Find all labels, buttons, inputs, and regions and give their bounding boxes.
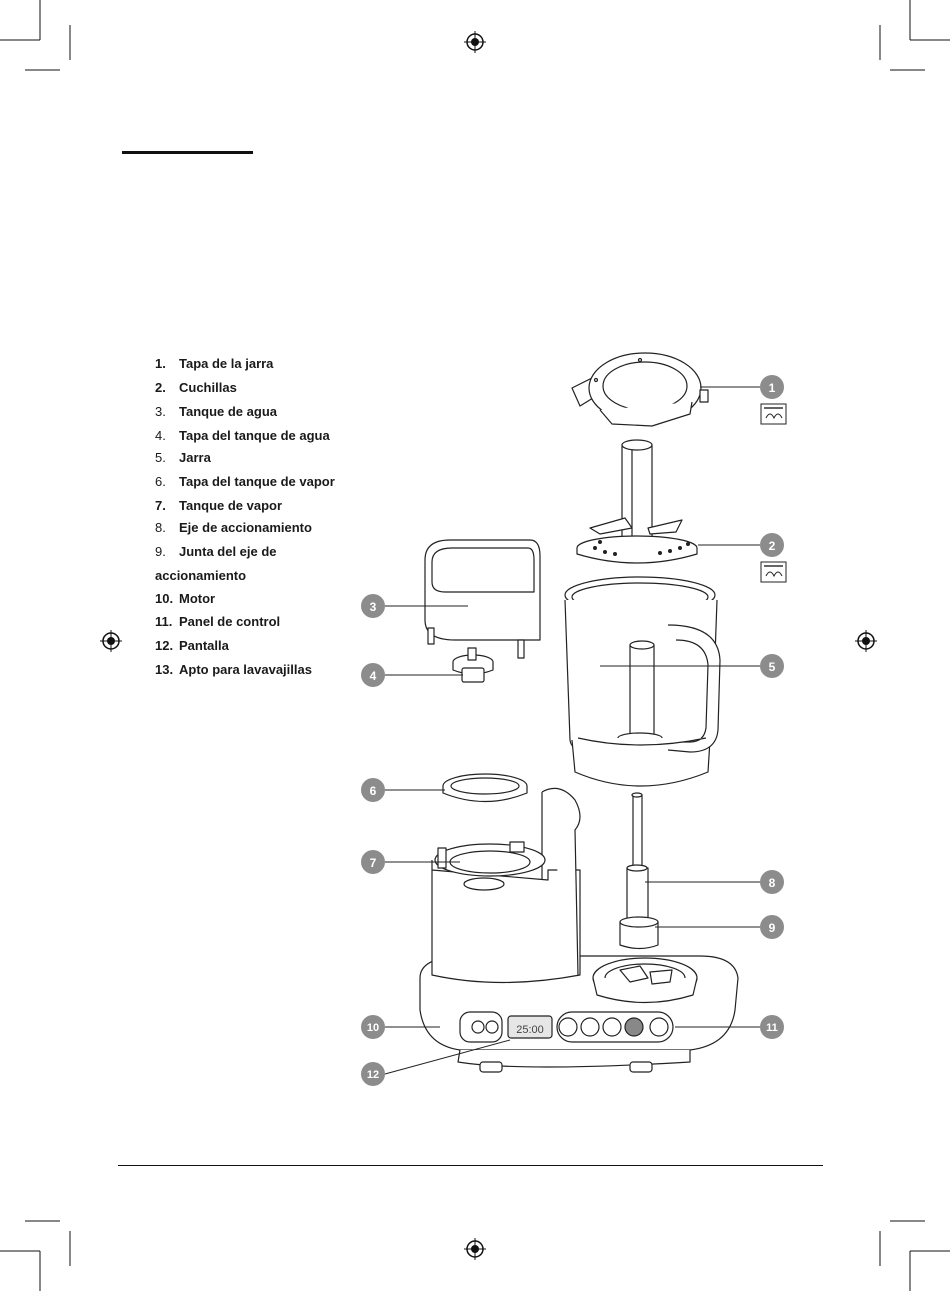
callout-label: 9: [769, 921, 776, 935]
steam-tank: [432, 788, 580, 982]
callout-5: 5: [760, 654, 784, 678]
callout-2: 2: [760, 533, 784, 557]
callout-label: 4: [370, 669, 377, 683]
callout-9: 9: [760, 915, 784, 939]
callout-label: 7: [370, 856, 377, 870]
callout-label: 3: [370, 600, 377, 614]
callout-6: 6: [361, 778, 385, 802]
jug-lid: [572, 353, 708, 426]
control-panel: [460, 1012, 673, 1042]
drive-socket: [593, 958, 697, 1003]
callout-8: 8: [760, 870, 784, 894]
callout-11: 11: [760, 1015, 784, 1039]
callout-1: 1: [760, 375, 784, 399]
callout-label: 6: [370, 784, 377, 798]
drive-shaft: [627, 793, 648, 920]
callout-label: 5: [769, 660, 776, 674]
callout-7: 7: [361, 850, 385, 874]
callout-label: 1: [769, 381, 776, 395]
callout-label: 8: [769, 876, 776, 890]
dishwasher-safe-icon: [761, 404, 786, 424]
jug: [565, 577, 720, 786]
blades-assembly: [577, 440, 697, 563]
callout-3: 3: [361, 594, 385, 618]
callout-4: 4: [361, 663, 385, 687]
callout-label: 2: [769, 539, 776, 553]
callout-label: 11: [766, 1022, 778, 1034]
water-tank: [425, 540, 540, 658]
steam-tank-lid: [443, 774, 527, 802]
water-tank-lid: [453, 648, 493, 682]
callout-10: 10: [361, 1015, 385, 1039]
callout-label: 12: [367, 1069, 379, 1081]
callout-12: 12: [361, 1062, 385, 1086]
display-readout: 25:00: [516, 1024, 544, 1036]
dishwasher-safe-icon: [761, 562, 786, 582]
callout-label: 10: [367, 1022, 379, 1034]
drive-shaft-seal: [620, 917, 658, 949]
